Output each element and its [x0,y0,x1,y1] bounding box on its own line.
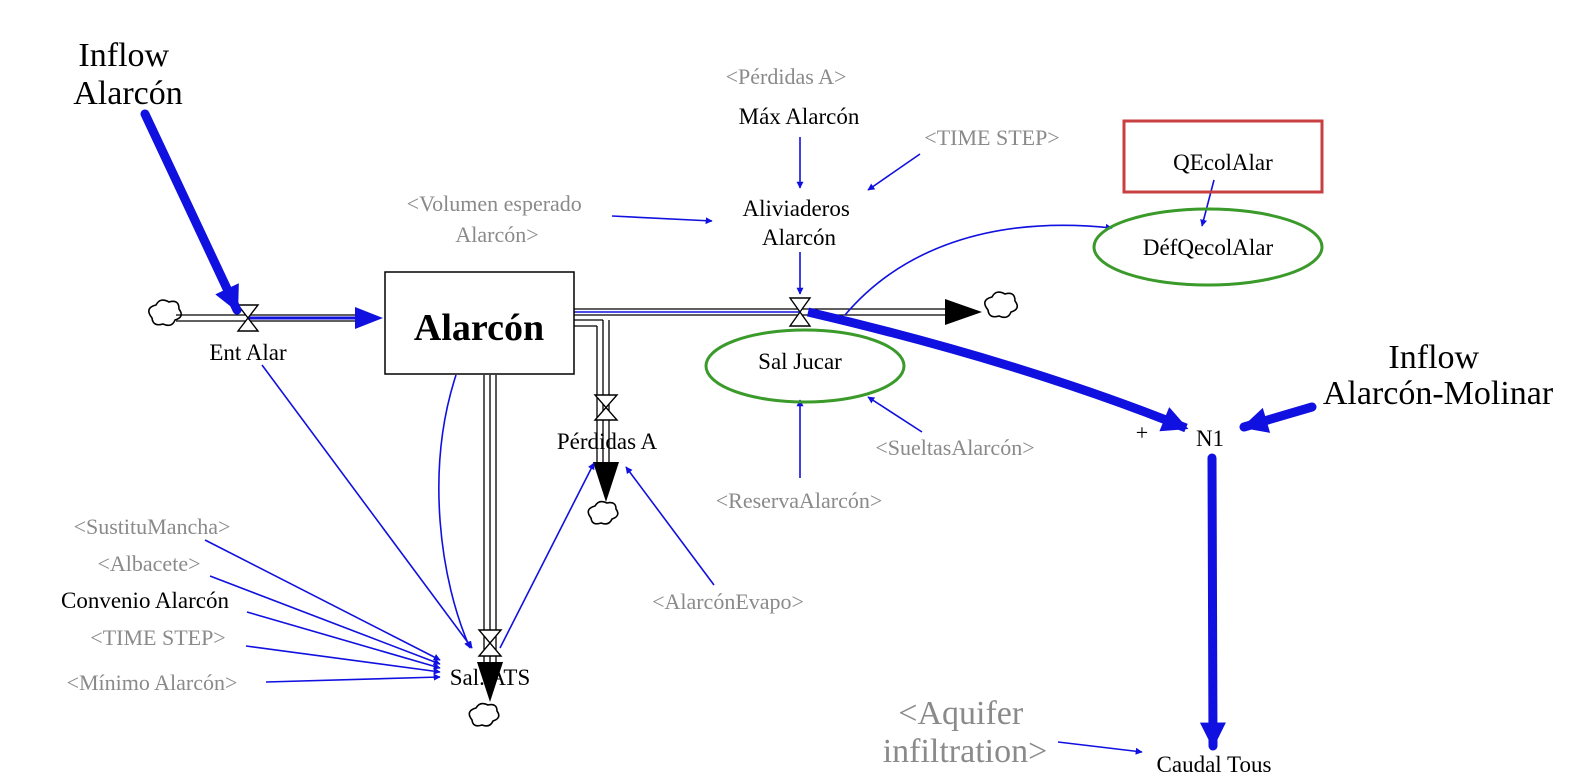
arrow-valve-to-defqecol [844,223,1113,316]
arrow-satsats-to-perdidas [499,462,595,649]
pipe-sal-ats [477,375,503,702]
arrow-inflow-molinar [1239,402,1317,433]
inflow-molinar-label[interactable]: Inflow Alarcón-Molinar [1323,339,1554,412]
valve-perdidas[interactable] [593,394,619,421]
var-aliviaderos-line2: Alarcón [762,225,837,250]
arrow-minimo-to-salats [265,673,441,683]
arrow-albacete-to-salats [209,575,441,666]
arrow-convenio-to-salats [246,611,441,670]
arrow-aquifer-to-caudal [1057,741,1143,755]
flow-perdidas-label[interactable]: Pérdidas A [557,429,658,454]
inflow-molinar-line2: Alarcón-Molinar [1323,375,1554,412]
ellipse-sal-jucar [704,328,906,404]
shadow-minimo-label[interactable]: <Mínimo Alarcón> [67,670,238,695]
flow-ent-alar-label[interactable]: Ent Alar [209,340,287,365]
shadow-aquifer-line2: infiltration> [883,733,1048,770]
info-arrows [204,137,1215,755]
var-caudal-tous-label[interactable]: Caudal Tous [1157,752,1272,777]
pipe-sal-jucar [574,299,982,325]
shadow-perdidas-label[interactable]: <Pérdidas A> [726,64,847,89]
ellipse-defqecol [1092,207,1324,287]
shadow-timestep-top-label[interactable]: <TIME STEP> [924,125,1059,150]
plus-sign: + [1136,420,1148,445]
shadow-volumen-line2: Alarcón> [455,222,538,247]
shadow-timestep-low-label[interactable]: <TIME STEP> [90,625,225,650]
shadow-sueltas-label[interactable]: <SueltasAlarcón> [875,435,1034,460]
arrow-qecol-to-defqecol [1200,179,1215,227]
shadow-volumen-label[interactable]: <Volumen esperado Alarcón> [407,191,588,247]
arrow-n1-to-caudal [1199,453,1226,751]
shadow-reserva-label[interactable]: <ReservaAlarcón> [716,488,883,513]
arrow-sueltas-to-saljucar [867,396,923,433]
arrow-timestep-to-salats [245,645,441,675]
cloud-source-ent-alar [148,299,183,327]
var-n1-label[interactable]: N1 [1196,426,1224,451]
stock-alarcon-label: Alarcón [414,307,544,349]
arrow-sustitu-to-salats [204,539,441,661]
var-max-alarcon-label[interactable]: Máx Alarcón [739,104,860,129]
arrow-inflow-alarcon [140,109,242,315]
shadow-evapo-label[interactable]: <AlarcónEvapo> [652,589,804,614]
arrow-outflow-to-n1 [806,307,1189,433]
var-aliviaderos-label[interactable]: Aliviaderos Alarcón [742,196,855,250]
valve-ent-alar[interactable] [236,304,260,332]
cloud-sink-sal-jucar [984,291,1019,319]
var-convenio-label[interactable]: Convenio Alarcón [61,588,229,613]
flow-sal-ats-label[interactable]: Sal. ATS [450,665,531,690]
valve-sal-jucar[interactable] [788,297,812,327]
box-qecol [1122,119,1324,194]
pipe-ent-alar [176,307,383,329]
inflow-alarcon-label[interactable]: Inflow Alarcón [73,37,183,112]
arrow-entalar-to-salats [261,364,473,649]
inflow-alarcon-line1: Inflow [78,37,169,74]
inflow-molinar-line1: Inflow [1388,339,1479,376]
arrow-evapo-to-perdidas [625,466,715,586]
var-defqecol-label[interactable]: DéfQecolAlar [1143,235,1274,260]
arrow-stock-to-salats [438,374,471,649]
shadow-volumen-line1: <Volumen esperado [407,191,582,216]
valve-sal-ats[interactable] [477,629,503,657]
pipe-perdidas [574,319,619,502]
arrow-timestep-to-aliviaderos [867,153,921,191]
var-aliviaderos-line1: Aliviaderos [742,196,849,221]
var-sal-jucar-label[interactable]: Sal Jucar [758,349,842,374]
var-qecol-label[interactable]: QEcolAlar [1173,150,1273,175]
shadow-albacete-label[interactable]: <Albacete> [98,551,201,576]
cloud-sink-sal-ats [468,702,500,727]
shadow-aquifer-label[interactable]: <Aquifer infiltration> [883,695,1048,770]
stock-alarcon[interactable]: Alarcón [384,271,575,375]
shadow-aquifer-line1: <Aquifer [898,695,1024,732]
inflow-alarcon-line2: Alarcón [73,75,183,112]
arrow-volumen-to-aliviaderos [611,215,713,225]
shadow-sustitu-label[interactable]: <SustituMancha> [74,514,231,539]
cloud-sink-perdidas [587,500,619,525]
